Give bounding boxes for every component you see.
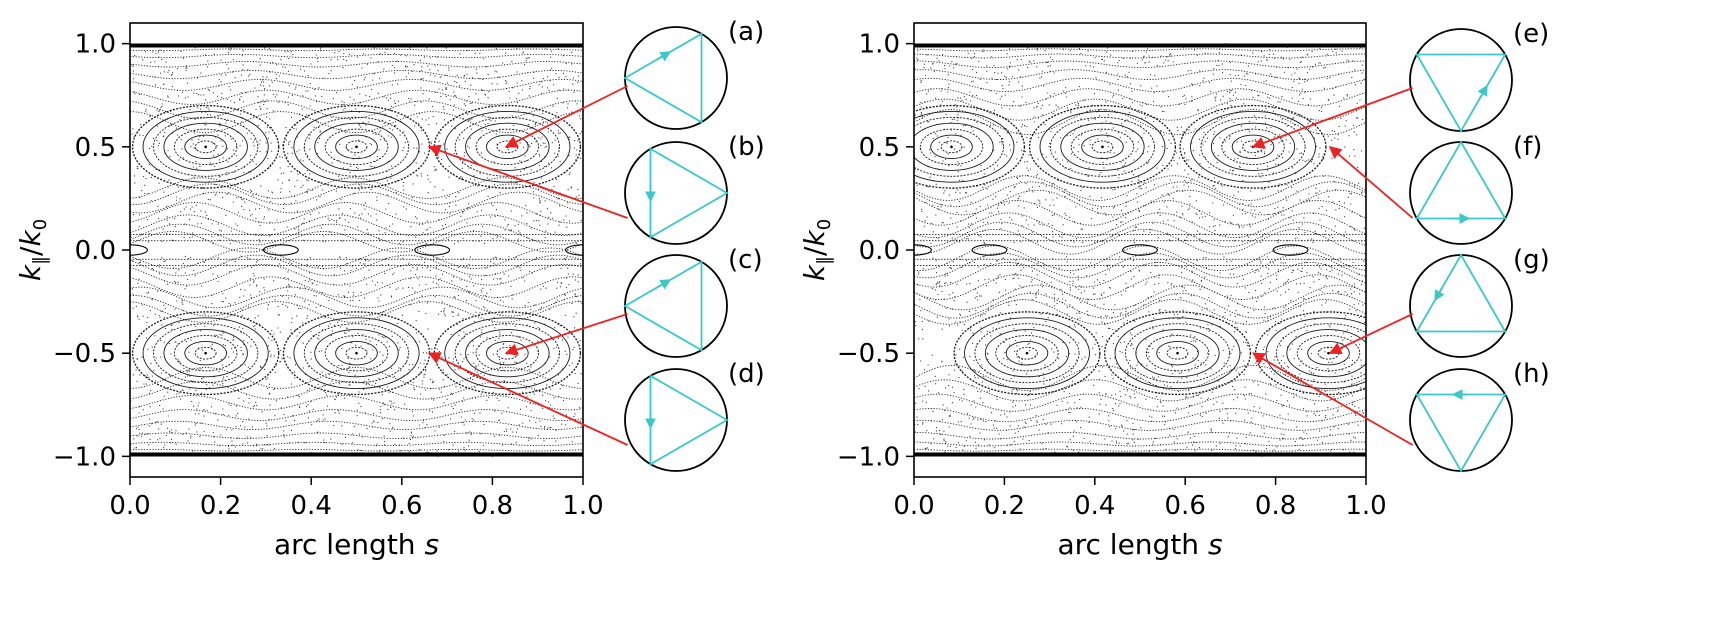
billiard-boundary bbox=[1409, 141, 1513, 245]
billiard-boundary bbox=[1409, 368, 1513, 472]
billiard-boundary bbox=[624, 368, 728, 472]
resonance-island bbox=[282, 104, 431, 189]
left-y-axis-label: k∥/k0 bbox=[14, 219, 51, 281]
y-tick-label: −1.0 bbox=[837, 442, 900, 472]
orbit-inset: (g) bbox=[1328, 245, 1550, 358]
chaotic-sea-points bbox=[914, 43, 1366, 457]
x-tick-label: 0.8 bbox=[1255, 491, 1296, 521]
right-x-axis-label: arc length s bbox=[1057, 528, 1222, 561]
inset-label: (c) bbox=[728, 245, 763, 275]
small-island bbox=[414, 244, 451, 256]
resonance-island bbox=[131, 104, 280, 189]
x-tick-label: 0.0 bbox=[109, 491, 150, 521]
resonance-island bbox=[1103, 311, 1252, 396]
y-tick-label: 0.5 bbox=[859, 133, 900, 163]
pointer-arrow bbox=[1328, 313, 1413, 355]
left-x-axis-label: arc length s bbox=[274, 528, 439, 561]
y-tick-label: −0.5 bbox=[837, 339, 900, 369]
y-tick-label: 1.0 bbox=[859, 30, 900, 60]
inset-label: (e) bbox=[1513, 19, 1549, 49]
resonance-island bbox=[953, 311, 1101, 396]
x-tick-label: 0.8 bbox=[472, 491, 513, 521]
orbit-inset: (b) bbox=[427, 132, 765, 245]
inset-label: (d) bbox=[728, 359, 765, 389]
y-tick-label: 0.0 bbox=[75, 236, 116, 266]
orbit-inset: (c) bbox=[504, 245, 763, 358]
x-tick-label: 0.2 bbox=[200, 491, 241, 521]
x-tick-label: 0.6 bbox=[1165, 491, 1206, 521]
right-phase-portrait: 0.0 0.2 0.4 0.6 0.8 1.0 1.0 0.5 0.0 −0.5 −1.0 arc… bbox=[798, 19, 1550, 561]
resonance-island bbox=[1254, 311, 1366, 396]
right-y-axis: 1.0 0.5 0.0 −0.5 −1.0 bbox=[837, 30, 914, 472]
y-tick-label: 0.5 bbox=[75, 133, 116, 163]
orbit-direction-arrow bbox=[656, 279, 672, 290]
pointer-arrow bbox=[504, 313, 628, 356]
right-poincare-points bbox=[914, 43, 1366, 457]
small-island bbox=[1122, 244, 1158, 256]
billiard-boundary bbox=[624, 141, 728, 245]
resonance-island bbox=[914, 104, 1026, 189]
right-x-axis: 0.0 0.2 0.4 0.6 0.8 1.0 bbox=[893, 477, 1387, 521]
inset-label: (a) bbox=[728, 17, 764, 47]
billiard-boundary bbox=[1409, 254, 1513, 358]
small-island bbox=[130, 244, 148, 256]
small-island bbox=[1272, 244, 1309, 256]
y-tick-label: −0.5 bbox=[53, 339, 116, 369]
x-tick-label: 1.0 bbox=[1345, 491, 1386, 521]
x-tick-label: 0.0 bbox=[893, 491, 934, 521]
right-plot-frame bbox=[913, 22, 1367, 478]
pointer-arrow bbox=[427, 144, 628, 219]
resonance-island bbox=[282, 311, 431, 396]
orbit-inset: (d) bbox=[427, 352, 765, 472]
small-island bbox=[914, 244, 932, 256]
small-island bbox=[262, 244, 299, 256]
resonance-island bbox=[1028, 104, 1177, 189]
billiard-boundary bbox=[624, 26, 728, 130]
pointer-arrow bbox=[1328, 145, 1414, 219]
x-tick-label: 0.2 bbox=[984, 491, 1025, 521]
x-tick-label: 0.6 bbox=[381, 491, 422, 521]
orbit-direction-arrow bbox=[1434, 286, 1445, 302]
inset-label: (h) bbox=[1513, 359, 1550, 389]
left-plot-frame bbox=[129, 22, 584, 478]
left-orbit-insets: (a) (b) (c) (d) bbox=[427, 17, 765, 472]
left-x-axis: 0.0 0.2 0.4 0.6 0.8 1.0 bbox=[109, 477, 604, 521]
invariant-curves bbox=[130, 44, 583, 456]
inset-label: (f) bbox=[1513, 132, 1542, 162]
right-orbit-insets: (e) (f) (g) (h) bbox=[1251, 19, 1550, 473]
invariant-curves bbox=[914, 44, 1366, 456]
orbit-direction-arrow bbox=[1477, 84, 1488, 100]
pointer-arrow bbox=[504, 85, 628, 148]
x-tick-label: 0.4 bbox=[1074, 491, 1115, 521]
left-phase-portrait: 0.0 0.2 0.4 0.6 0.8 1.0 1.0 0.5 0.0 −0.5 −1.0 arc… bbox=[14, 17, 765, 561]
orbit-inset: (e) bbox=[1251, 19, 1549, 149]
left-poincare-points bbox=[130, 43, 583, 457]
orbit-inset: (f) bbox=[1328, 132, 1542, 245]
right-y-axis-label: k∥/k0 bbox=[798, 219, 835, 281]
pointer-arrow bbox=[1251, 352, 1413, 446]
inset-label: (b) bbox=[728, 132, 765, 162]
resonance-island bbox=[131, 311, 280, 396]
pointer-arrow bbox=[1251, 87, 1413, 149]
orbit-inset: (h) bbox=[1251, 352, 1550, 473]
pointer-arrow bbox=[427, 352, 628, 446]
x-tick-label: 0.4 bbox=[291, 491, 332, 521]
y-tick-label: −1.0 bbox=[53, 442, 116, 472]
orbit-direction-arrow bbox=[656, 51, 672, 62]
x-tick-label: 1.0 bbox=[562, 491, 603, 521]
billiard-boundary bbox=[624, 254, 728, 358]
y-tick-label: 0.0 bbox=[859, 236, 900, 266]
orbit-inset: (a) bbox=[504, 17, 764, 148]
inset-label: (g) bbox=[1513, 245, 1550, 275]
left-y-axis: 1.0 0.5 0.0 −0.5 −1.0 bbox=[53, 30, 130, 472]
billiard-boundary bbox=[1409, 28, 1513, 132]
y-tick-label: 1.0 bbox=[75, 30, 116, 60]
chaotic-sea-points bbox=[130, 43, 583, 457]
small-island bbox=[971, 244, 1008, 256]
